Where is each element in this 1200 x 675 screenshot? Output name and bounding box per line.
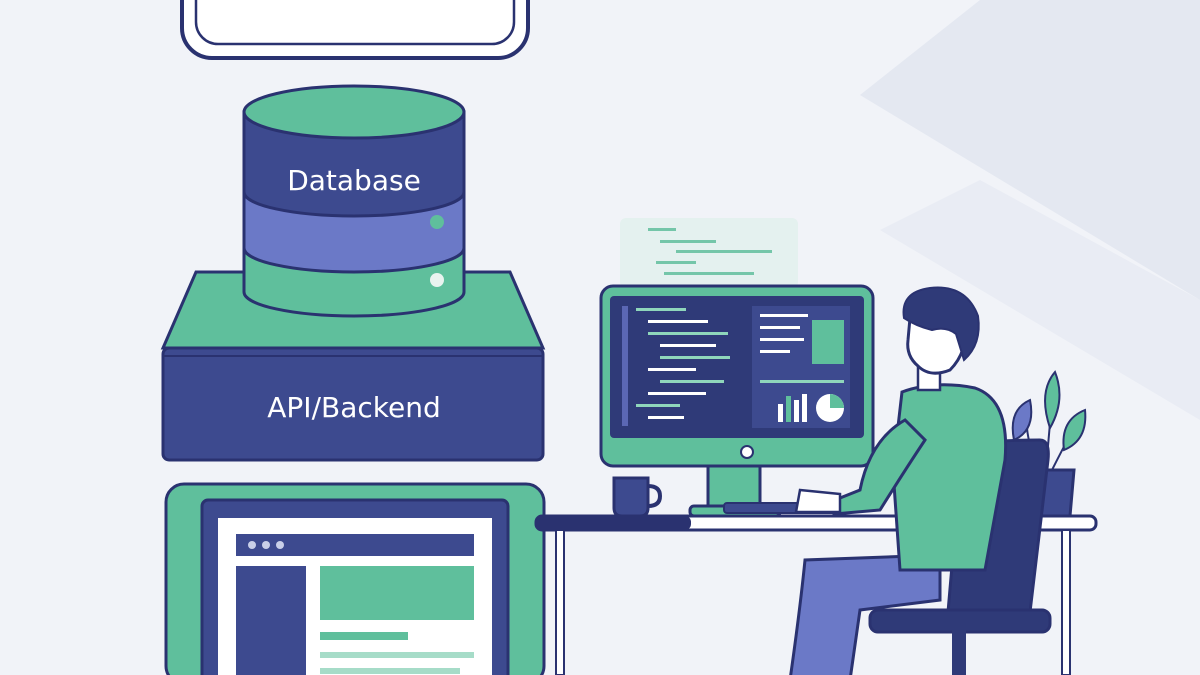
- developer-person-icon: [789, 286, 1008, 675]
- dashboard-panel: [752, 306, 850, 428]
- database-cylinder-icon: Database: [242, 84, 466, 318]
- code-editor: [622, 306, 730, 426]
- coffee-mug-icon: [612, 476, 663, 518]
- status-light-icon: [430, 273, 444, 287]
- top-rounded-box: [180, 0, 530, 60]
- status-light-icon: [430, 215, 444, 229]
- database-label: Database: [287, 164, 421, 197]
- pie-chart-icon: [816, 394, 844, 422]
- floating-code-panel: [620, 218, 798, 288]
- bar-chart-icon: [778, 394, 807, 422]
- frontend-device: [164, 482, 546, 675]
- browser-window-icon: [218, 518, 492, 675]
- api-backend-label: API/Backend: [267, 391, 440, 424]
